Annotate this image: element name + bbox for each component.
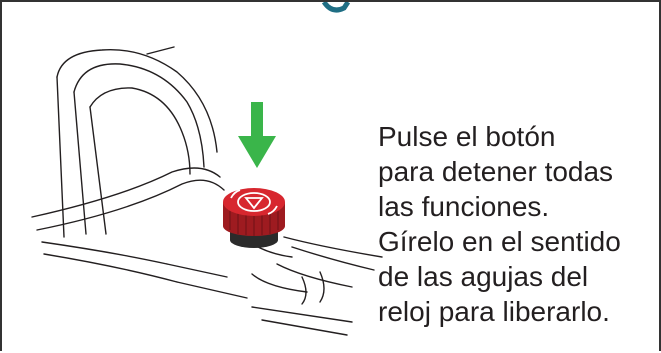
- emergency-stop-button: [223, 188, 285, 248]
- instruction-text: Pulse el botón para detener todas las fu…: [378, 121, 621, 327]
- heading-fragment: [321, 2, 351, 13]
- machine-outline: [31, 46, 383, 336]
- down-arrow-icon: [238, 102, 276, 168]
- emergency-stop-icon: [230, 189, 278, 215]
